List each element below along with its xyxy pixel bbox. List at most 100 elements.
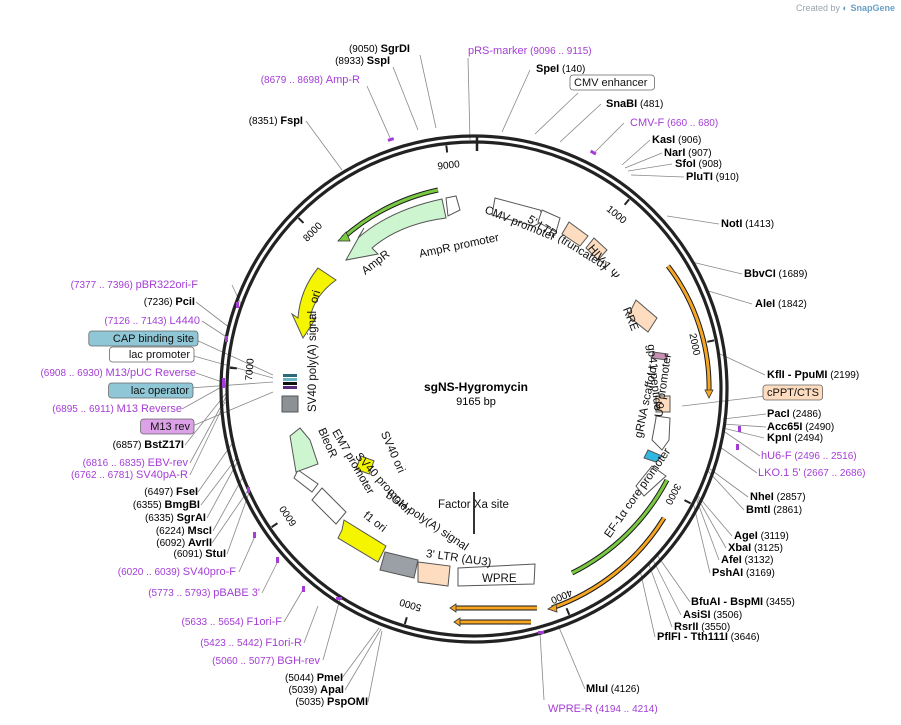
backbone — [219, 134, 729, 644]
site-pluti: PluTI (910) — [686, 171, 739, 183]
svg-text:(6224) MscI: (6224) MscI — [156, 525, 212, 537]
site-name: NarI — [664, 147, 685, 159]
svg-text:(6816 .. 6835) EBV-rev: (6816 .. 6835) EBV-rev — [83, 457, 189, 469]
gp41-box — [651, 351, 669, 361]
svg-text:NheI (2857): NheI (2857) — [750, 491, 806, 503]
svg-text:(6762 .. 6781) SV40pA-R: (6762 .. 6781) SV40pA-R — [71, 469, 188, 481]
svg-text:(8351) FspI: (8351) FspI — [249, 115, 303, 127]
svg-text:cPPT/CTS: cPPT/CTS — [767, 387, 819, 399]
svg-text:(8679 .. 8698) Amp-R: (8679 .. 8698) Amp-R — [261, 74, 360, 86]
svg-text:PluTI (910): PluTI (910) — [686, 171, 739, 183]
svg-text:AsiSI (3506): AsiSI (3506) — [683, 609, 742, 621]
svg-text:(6335) SgrAI: (6335) SgrAI — [145, 512, 206, 524]
svg-text:(6091) StuI: (6091) StuI — [174, 548, 226, 560]
site-name: BmgBI — [165, 499, 200, 511]
site-position: (140) — [559, 64, 585, 75]
site-position: (3132) — [742, 555, 774, 566]
feature-label-wpre: WPRE — [482, 573, 517, 585]
site-name: SgrAI — [177, 512, 206, 524]
ruler-tick-label: 5000 — [398, 596, 423, 613]
primer-position: (2667 .. 2686) — [800, 468, 865, 479]
site-name: RsrII — [674, 621, 698, 633]
site-name: MluI — [586, 683, 608, 695]
site-position: (5035) — [295, 697, 327, 708]
site-xbai: XbaI (3125) — [728, 542, 783, 554]
rre-box — [627, 299, 658, 333]
site-position: (2857) — [774, 492, 806, 503]
site-position: (6355) — [133, 500, 165, 511]
svg-text:PshAI (3169): PshAI (3169) — [712, 567, 775, 579]
site-position: (7236) — [144, 297, 176, 308]
site-pspomi: (5035) PspOMI — [295, 696, 368, 708]
primer-position: (9096 .. 9115) — [527, 46, 591, 57]
svg-text:LKO.1 5' (2667 .. 2686): LKO.1 5' (2667 .. 2686) — [758, 467, 866, 479]
site-box — [88, 330, 199, 347]
site-position: (5044) — [285, 673, 317, 684]
site-kfli: KflI - PpuMI (2199) — [767, 369, 859, 381]
site-position: (3455) — [763, 597, 795, 608]
site-position: (2494) — [791, 433, 823, 444]
primer-marks — [222, 137, 741, 634]
site-position: (1842) — [775, 299, 807, 310]
site-position: (3646) — [728, 632, 760, 643]
site-name: KpnI — [767, 432, 791, 444]
svg-text:AleI (1842): AleI (1842) — [755, 298, 807, 310]
primer-position: (5060 .. 5077) — [212, 656, 277, 667]
site-position: (9050) — [349, 44, 381, 55]
svg-text:(5633 .. 5654) F1ori-F: (5633 .. 5654) F1ori-F — [182, 616, 283, 628]
site-name: PspOMI — [327, 696, 368, 708]
svg-text:BbvCI (1689): BbvCI (1689) — [744, 268, 807, 280]
site-bfuai: BfuAI - BspMI (3455) — [691, 596, 795, 608]
site-ebvrev: (6816 .. 6835) EBV-rev — [83, 457, 189, 469]
site-name: PmeI — [317, 672, 343, 684]
svg-text:KpnI (2494): KpnI (2494) — [767, 432, 823, 444]
site-bbvci: BbvCI (1689) — [744, 268, 807, 280]
site-m13rev: (6895 .. 6911) M13 Reverse — [52, 403, 182, 415]
primer-name: pBABE 3' — [213, 587, 260, 599]
svg-text:(5773 .. 5793) pBABE 3': (5773 .. 5793) pBABE 3' — [148, 587, 260, 599]
site-name: NheI — [750, 491, 774, 503]
bgh-box — [379, 551, 419, 579]
svg-text:CAP binding site: CAP binding site — [113, 333, 194, 345]
svg-text:(6092) AvrII: (6092) AvrII — [156, 537, 212, 549]
site-name: SspI — [367, 55, 390, 67]
svg-text:CMV-F (660 .. 680): CMV-F (660 .. 680) — [630, 117, 718, 129]
site-box — [108, 382, 194, 399]
ruler-tick — [403, 617, 408, 625]
site-position: (910) — [713, 172, 739, 183]
site-hu6f: hU6-F (2496 .. 2516) — [761, 450, 857, 462]
site-avrii: (6092) AvrII — [156, 537, 212, 549]
primer-position: (6762 .. 6781) — [71, 470, 136, 481]
ampr-arrow — [345, 198, 447, 261]
svg-text:(9050) SgrDI: (9050) SgrDI — [349, 43, 410, 55]
site-position: (8933) — [335, 56, 367, 67]
svg-text:PflFI - Tth111I (3646): PflFI - Tth111I (3646) — [657, 631, 760, 643]
ruler-tick — [297, 217, 305, 224]
site-position: (3125) — [751, 543, 783, 554]
f1ori-arrow — [337, 519, 387, 563]
site-position: (906) — [675, 135, 701, 146]
ruler-tick — [565, 607, 571, 616]
site-kpni: KpnI (2494) — [767, 432, 823, 444]
feature-shapes — [281, 195, 671, 587]
site-name: BbvCI — [744, 268, 776, 280]
svg-text:Acc65I (2490): Acc65I (2490) — [767, 421, 834, 433]
site-m13puc: (6908 .. 6930) M13/pUC Reverse — [40, 367, 196, 379]
site-snabi: SnaBI (481) — [606, 98, 663, 110]
site-position: (2490) — [802, 422, 834, 433]
svg-text:(5039) ApaI: (5039) ApaI — [288, 684, 344, 696]
site-position: (6091) — [174, 549, 206, 560]
ltr5-box — [561, 221, 589, 247]
primer-name: Amp-R — [326, 74, 360, 86]
svg-text:KflI - PpuMI (2199): KflI - PpuMI (2199) — [767, 369, 859, 381]
site-fspi: (8351) FspI — [249, 115, 303, 127]
site-sgrai: (6335) SgrAI — [145, 512, 206, 524]
site-name: PciI — [175, 296, 195, 308]
svg-text:SnaBI (481): SnaBI (481) — [606, 98, 663, 110]
svg-text:(5035) PspOMI: (5035) PspOMI — [295, 696, 368, 708]
site-ampr-primer: (8679 .. 8698) Amp-R — [261, 74, 360, 86]
site-position: (3550) — [698, 622, 730, 633]
site-nhei: NheI (2857) — [750, 491, 806, 503]
ruler-tick-label: 2000 — [686, 332, 701, 356]
site-name: XbaI — [728, 542, 751, 554]
